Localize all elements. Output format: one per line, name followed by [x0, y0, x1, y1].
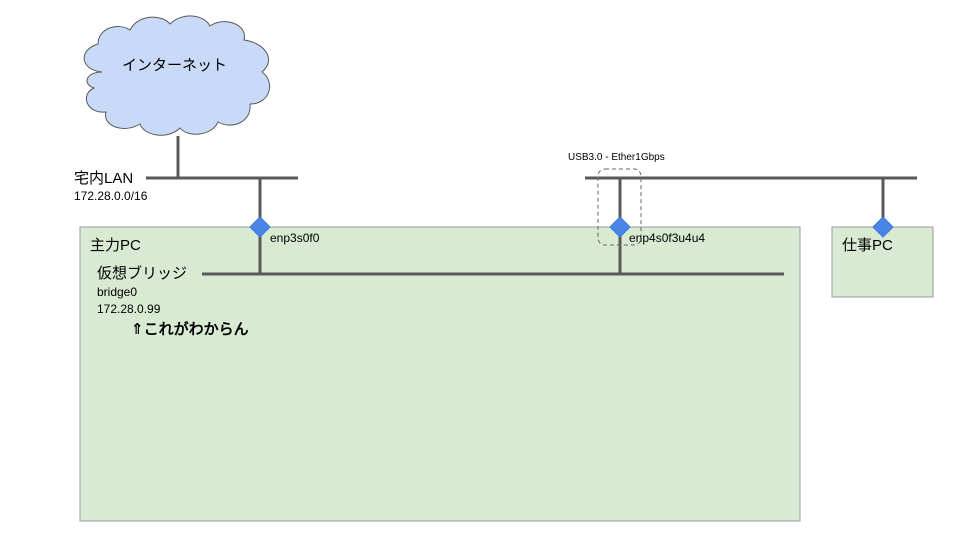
main-pc-label: 主力PC — [90, 237, 141, 254]
port-label-enp4s0f3u4u4: enp4s0f3u4u4 — [629, 231, 706, 245]
port-label-enp3s0f0: enp3s0f0 — [270, 231, 320, 245]
port-diamond-icon[interactable] — [249, 216, 271, 238]
cloud-icon[interactable] — [83, 15, 271, 136]
bridge-ip: 172.28.0.99 — [97, 302, 161, 316]
bridge-name: bridge0 — [97, 285, 138, 299]
port-diamond-icon[interactable] — [609, 216, 631, 238]
usb-adapter-outline — [597, 168, 642, 246]
port-diamond-icon[interactable] — [872, 216, 894, 238]
internet-label: インターネット — [122, 57, 228, 74]
home-lan-subnet: 172.28.0.0/16 — [74, 189, 148, 203]
main-pc-box[interactable] — [79, 226, 801, 522]
home-lan-label: 宅内LAN — [74, 170, 134, 187]
work-pc-box[interactable] — [831, 226, 934, 298]
bridge-label: 仮想ブリッジ — [97, 265, 188, 282]
usb-adapter-label: USB3.0 - Ether1Gbps — [568, 152, 665, 163]
work-pc-label: 仕事PC — [842, 237, 893, 254]
note-text: ⇑これがわからん — [131, 321, 249, 338]
